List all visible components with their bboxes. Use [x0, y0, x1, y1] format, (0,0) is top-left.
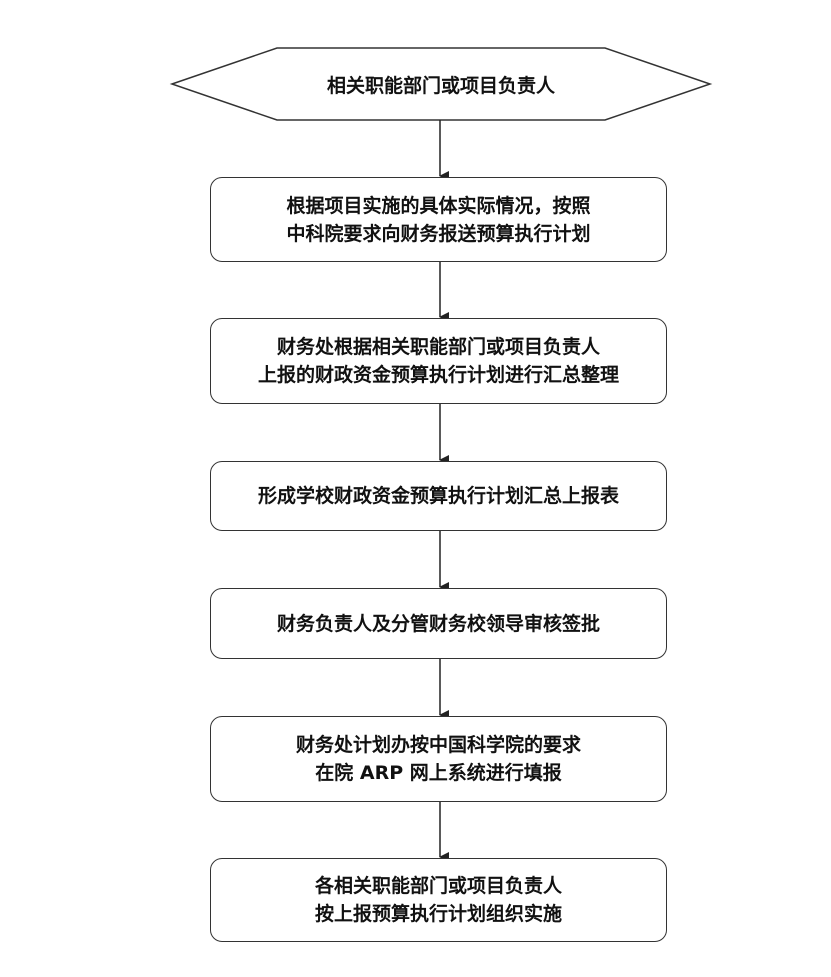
step-3-box: 形成学校财政资金预算执行计划汇总上报表 [210, 461, 667, 531]
step-3-line-1: 形成学校财政资金预算执行计划汇总上报表 [257, 485, 619, 507]
step-1-box: 根据项目实施的具体实际情况，按照 中科院要求向财务报送预算执行计划 [210, 177, 667, 262]
step-2-box: 财务处根据相关职能部门或项目负责人 上报的财政资金预算执行计划进行汇总整理 [210, 318, 667, 404]
step-6-line-1: 各相关职能部门或项目负责人 [314, 875, 562, 897]
step-5-line-1: 财务处计划办按中国科学院的要求 [295, 734, 581, 756]
step-5-box: 财务处计划办按中国科学院的要求 在院 ARP 网上系统进行填报 [210, 716, 667, 802]
step-2-line-2: 上报的财政资金预算执行计划进行汇总整理 [257, 364, 619, 386]
step-6-box: 各相关职能部门或项目负责人 按上报预算执行计划组织实施 [210, 858, 667, 942]
step-4-line-1: 财务负责人及分管财务校领导审核签批 [276, 612, 600, 635]
step-1-line-2: 中科院要求向财务报送预算执行计划 [286, 222, 591, 245]
step-1-line-1: 根据项目实施的具体实际情况，按照 [286, 194, 591, 217]
start-hexagon [169, 47, 713, 121]
start-label: 相关职能部门或项目负责人 [326, 74, 555, 97]
step-4-box: 财务负责人及分管财务校领导审核签批 [210, 588, 667, 659]
step-6-line-2: 按上报预算执行计划组织实施 [314, 903, 562, 925]
step-2-line-1: 财务处根据相关职能部门或项目负责人 [276, 336, 600, 358]
step-5-line-2: 在院 ARP 网上系统进行填报 [315, 762, 562, 784]
